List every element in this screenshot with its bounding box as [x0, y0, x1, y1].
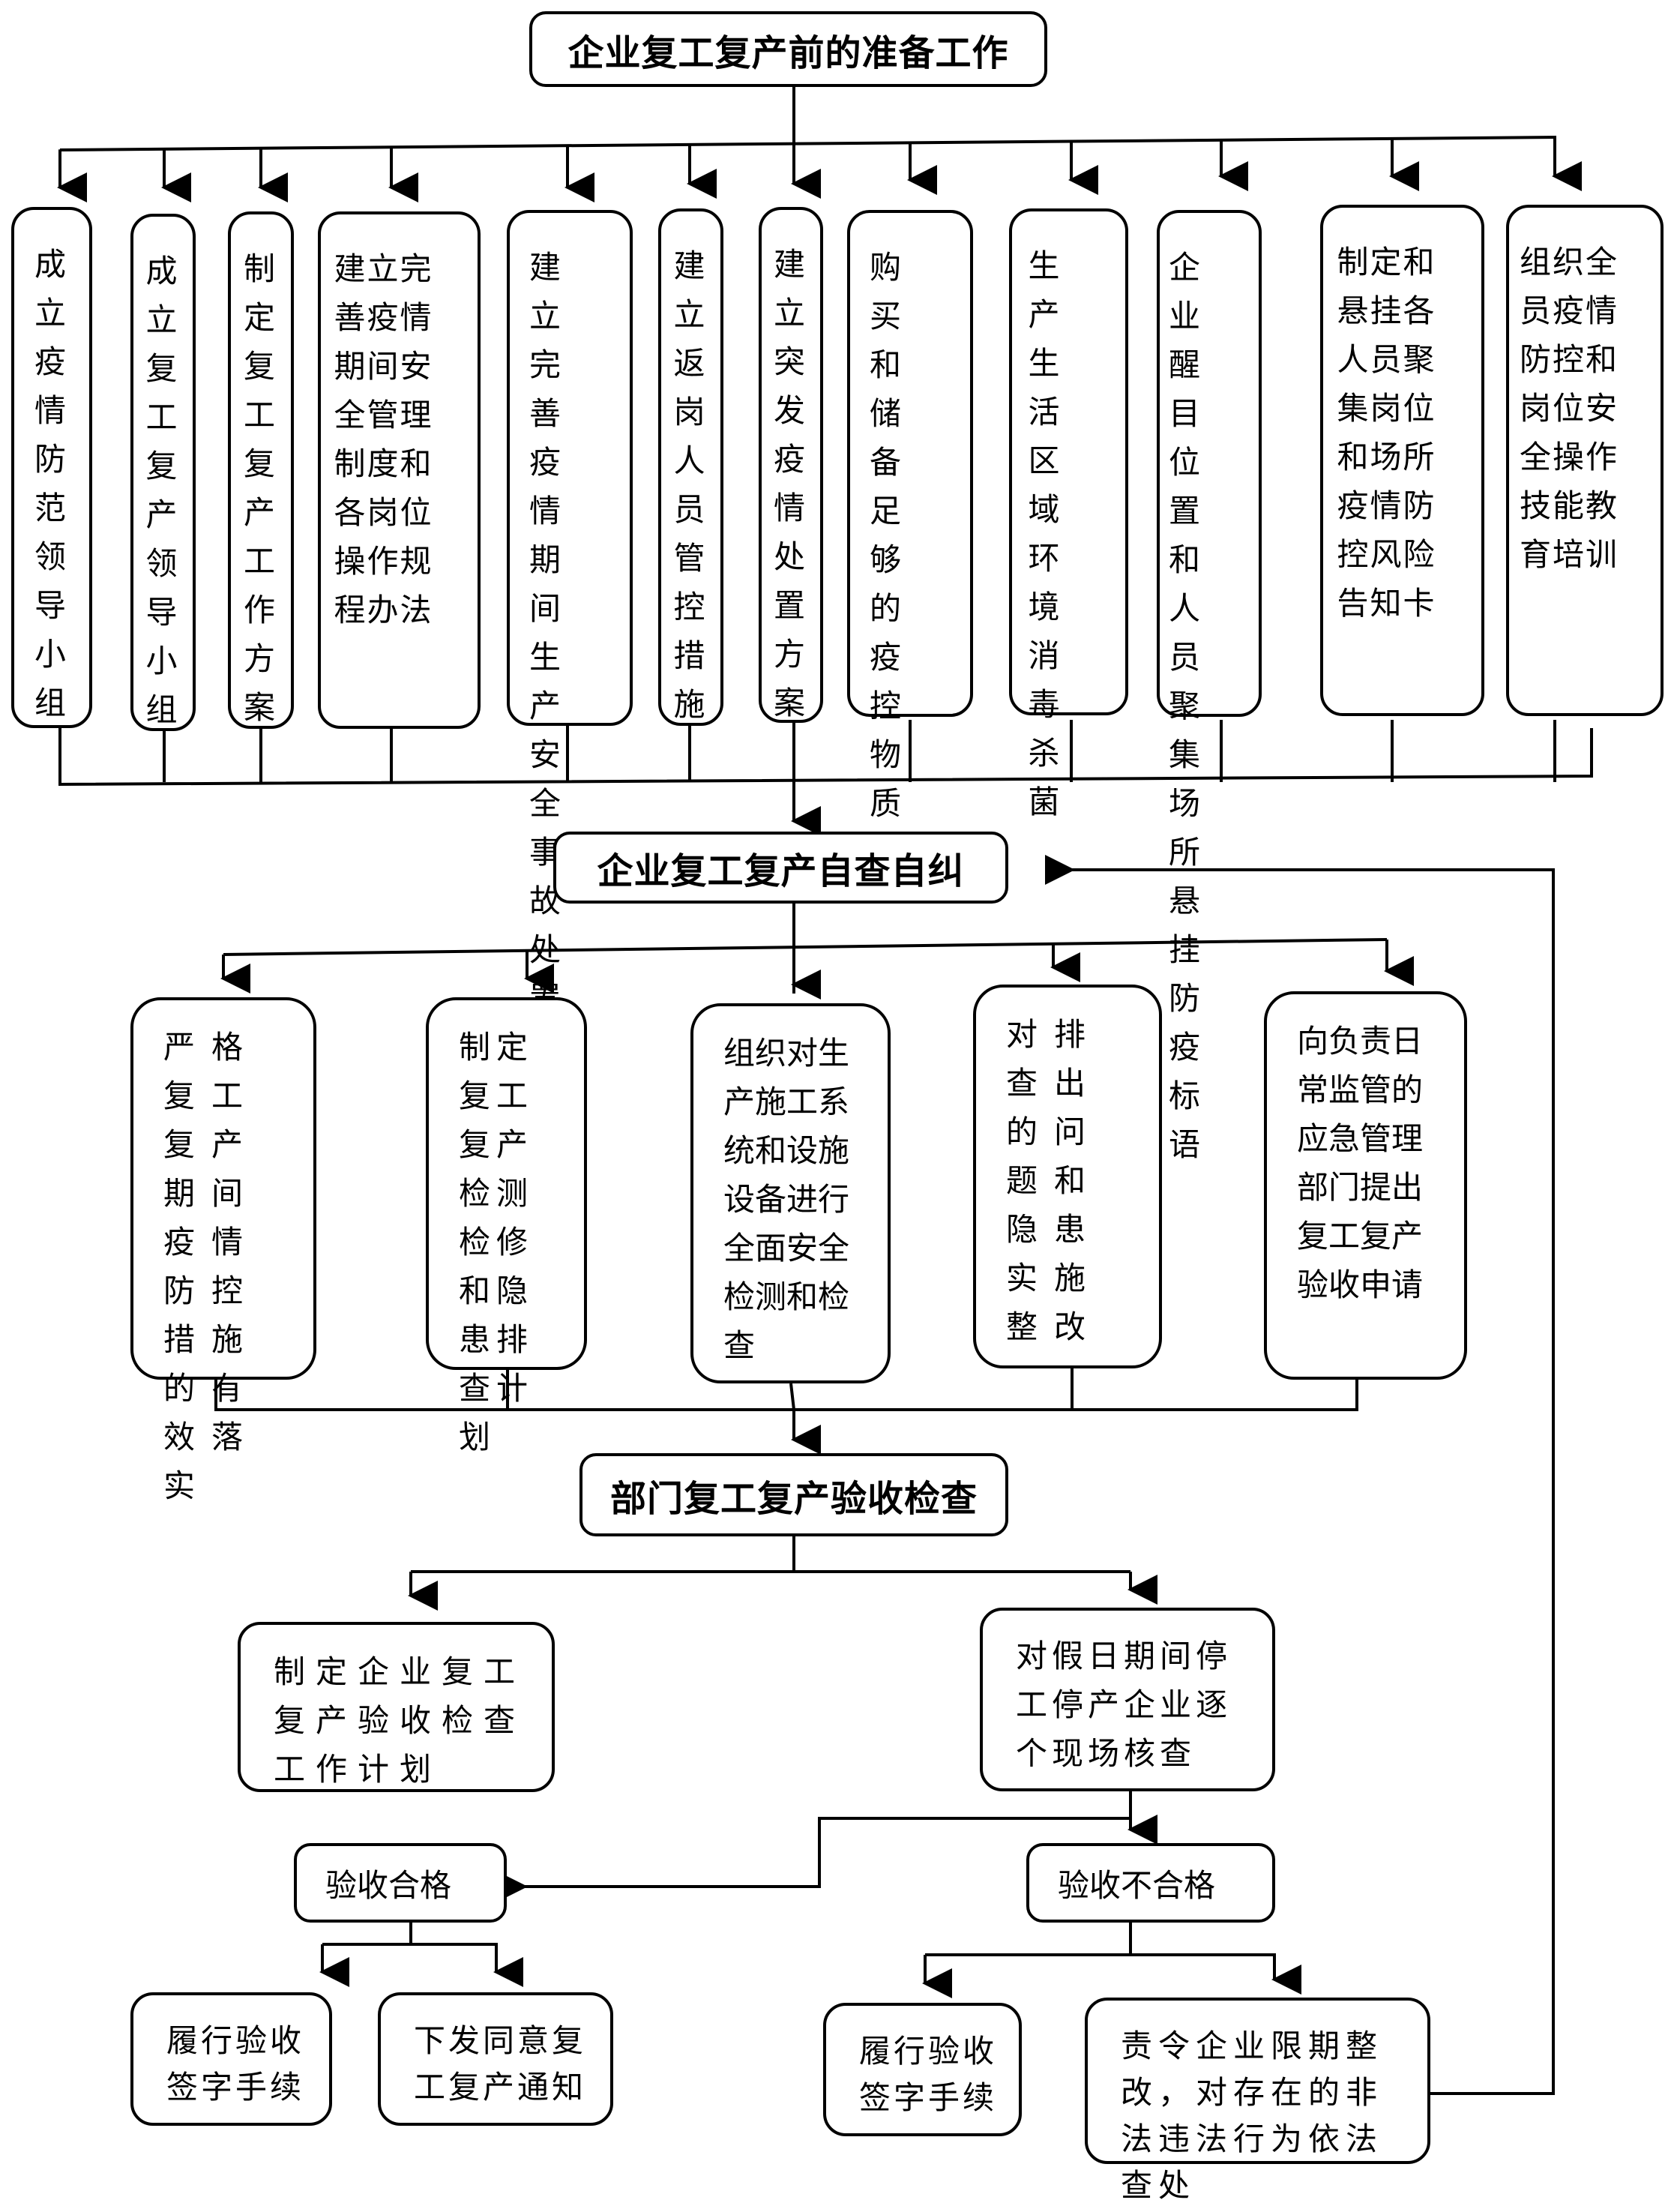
prep-item-box: 建立突发疫情处置方案	[759, 207, 823, 723]
prep-item-text: 成立疫情防范领导小组	[34, 246, 67, 721]
prep-item-box: 成立复工复产领导小组	[130, 214, 196, 731]
prep-item-text: 生产生活区域环境消毒杀菌	[1028, 247, 1071, 820]
onsite-check-text: 对假日期间停工停产企业逐个现场核查	[1016, 1638, 1232, 1772]
prep-item-text: 购买和储备足够的疫控物质	[870, 249, 912, 822]
stage1-title-box: 企业复工复产前的准备工作	[529, 11, 1047, 87]
prep-item-box: 制定复工复产工作方案	[228, 211, 294, 729]
stage3-title: 部门复工复产验收检查	[609, 1477, 978, 1520]
self-check-item-box: 对排查出的问题和隐患实施整改	[973, 985, 1162, 1368]
pass-notice-box: 下发同意复工复产通知	[378, 1992, 613, 2126]
self-check-item-box: 组织对生产施工系统和设施设备进行全面安全检测和检查	[690, 1003, 891, 1383]
prep-item-box: 企业醒目位置和人员聚集场所悬挂防疫标语	[1157, 210, 1262, 1163]
self-check-item-box: 严格复工复产期间疫情防控措施的有效落实	[130, 997, 316, 1504]
self-check-item-text: 向负责日常监管的应急管理部门提出复工复产验收申请	[1297, 1023, 1424, 1303]
prep-item-text: 建立突发疫情处置方案	[774, 246, 806, 721]
prep-item-box: 建立完善疫情期间生产安全事故处置方案	[507, 210, 633, 1114]
rectify-box: 责令企业限期整改，对存在的非法违法行为依法查处	[1085, 1998, 1430, 2204]
self-check-item-text: 制定复工复产检测检修和隐患排查计划	[459, 1029, 535, 1455]
pass-box: 验收合格	[294, 1843, 507, 1923]
prep-item-text: 制定和悬挂各人员聚集岗位和场所疫情防控风险告知卡	[1337, 244, 1436, 622]
prep-item-text: 建立完善疫情期间生产安全事故处置方案	[529, 249, 572, 1114]
stage1-bus	[59, 136, 1557, 151]
self-check-item-text: 组织对生产施工系统和设施设备进行全面安全检测和检查	[723, 1035, 850, 1364]
prep-item-box: 制定和悬挂各人员聚集岗位和场所疫情防控风险告知卡	[1320, 205, 1484, 716]
prep-item-text: 建立完善疫情期间安全管理制度和各岗位操作规程办法	[334, 250, 433, 628]
plan-text: 制定企业复工复产验收检查工作计划	[274, 1653, 526, 1788]
self-check-item-box: 向负责日常监管的应急管理部门提出复工复产验收申请	[1264, 991, 1467, 1380]
pass-label: 验收合格	[325, 1866, 452, 1904]
prep-item-box: 建立完善疫情期间安全管理制度和各岗位操作规程办法	[318, 211, 481, 729]
fail-label: 验收不合格	[1058, 1866, 1216, 1904]
onsite-check-box: 对假日期间停工停产企业逐个现场核查	[980, 1608, 1275, 1791]
prep-item-text: 制定复工复产工作方案	[244, 250, 276, 726]
stage3-title-box: 部门复工复产验收检查	[579, 1453, 1008, 1536]
prep-item-box: 组织全员疫情防控和岗位安全操作技能教育培训	[1506, 205, 1664, 716]
self-check-drop	[789, 1383, 795, 1410]
self-check-item-box: 制定复工复产检测检修和隐患排查计划	[426, 997, 587, 1455]
prep-item-box: 成立疫情防范领导小组	[11, 207, 92, 728]
to-notice-arrow	[322, 1943, 523, 1987]
fail-box: 验收不合格	[1026, 1843, 1275, 1923]
stage2-bottom-bus	[214, 1372, 1358, 1411]
self-check-item-text: 对排查出的问题和隐患实施整改	[1006, 1016, 1103, 1345]
prep-item-box: 生产生活区域环境消毒杀菌	[1009, 208, 1128, 820]
prep-item-box: 建立返岗人员管控措施	[658, 208, 723, 726]
fail-sign-box: 履行验收签字手续	[823, 2003, 1022, 2136]
stage2-title: 企业复工复产自查自纠	[597, 850, 965, 892]
prep-item-box: 购买和储备足够的疫控物质	[847, 210, 973, 822]
self-check-item-text: 严格复工复产期间疫情防控措施的有效落实	[163, 1029, 260, 1504]
fail-sign-text: 履行验收签字手续	[859, 2033, 998, 2116]
pass-sign-text: 履行验收签字手续	[166, 2022, 305, 2106]
prep-item-text: 成立复工复产领导小组	[145, 253, 178, 728]
to-pass-arrow	[498, 1817, 1130, 1902]
pass-sign-box: 履行验收签字手续	[130, 1992, 332, 2126]
prep-item-text: 建立返岗人员管控措施	[673, 247, 705, 723]
stage2-title-box: 企业复工复产自查自纠	[553, 832, 1008, 904]
to-rectify-arrow	[925, 1953, 1301, 1995]
stage1-title: 企业复工复产前的准备工作	[567, 31, 1009, 74]
plan-box: 制定企业复工复产验收检查工作计划	[238, 1622, 555, 1792]
prep-item-text: 组织全员疫情防控和岗位安全操作技能教育培训	[1520, 244, 1619, 573]
prep-item-text: 企业醒目位置和人员聚集场所悬挂防疫标语	[1169, 249, 1211, 1163]
pass-notice-text: 下发同意复工复产通知	[414, 2022, 587, 2106]
rectify-text: 责令企业限期整改，对存在的非法违法行为依法查处	[1121, 2028, 1384, 2204]
feedback-loop-arrow	[1045, 855, 1555, 2095]
stage2-bus	[223, 938, 1388, 956]
stage1-bottom-bus	[58, 728, 1593, 787]
